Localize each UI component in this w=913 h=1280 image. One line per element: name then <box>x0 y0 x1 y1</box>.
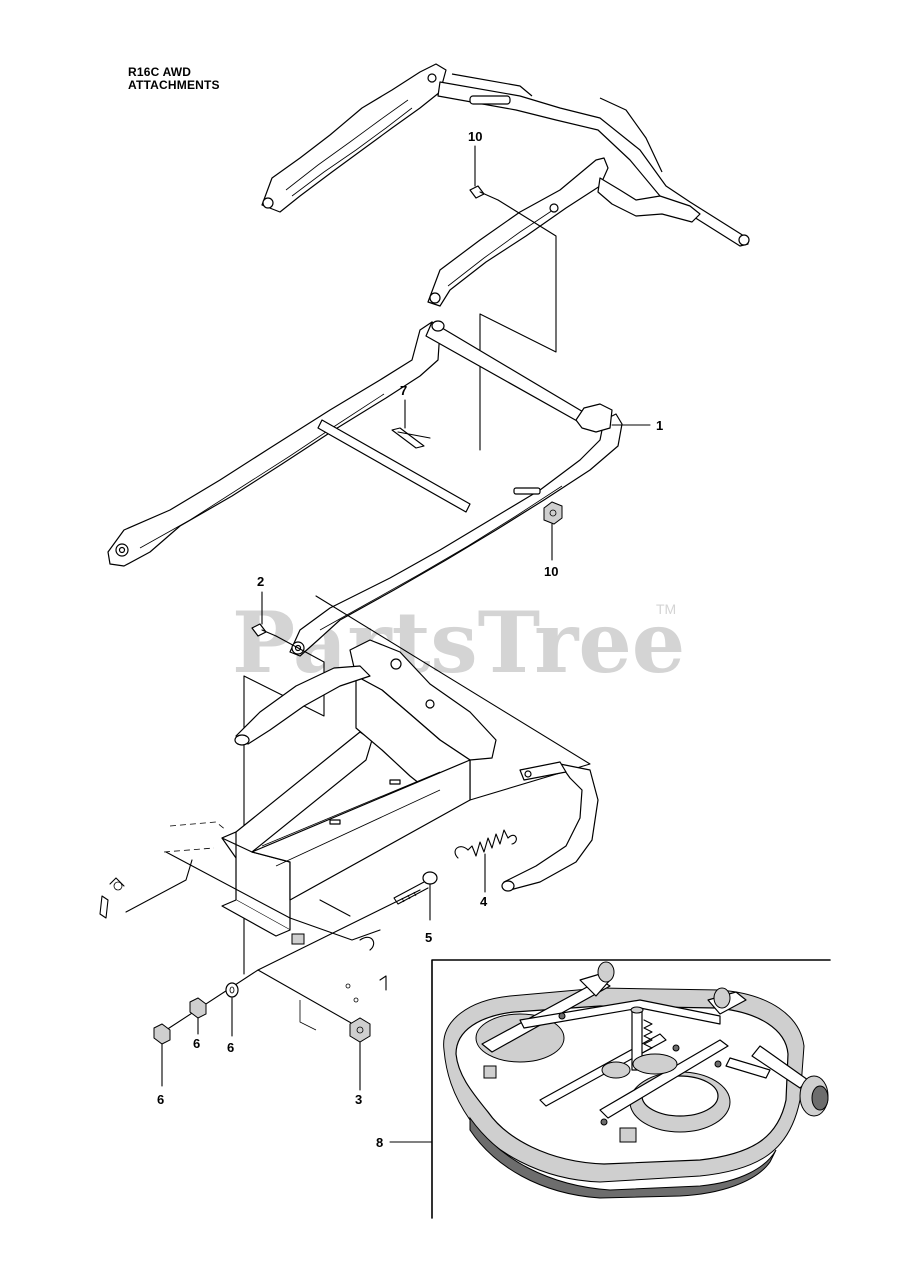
alignment-guide-mid <box>243 635 325 975</box>
callout-6-upper[interactable]: 6 <box>193 1036 200 1051</box>
section-name: ATTACHMENTS <box>128 78 220 92</box>
alignment-guide-right <box>315 595 591 801</box>
callout-10[interactable]: 10 <box>468 129 482 144</box>
callout-3[interactable]: 3 <box>355 1092 362 1107</box>
front-bracket-housing[interactable] <box>221 639 497 937</box>
callout-1[interactable]: 1 <box>656 418 663 433</box>
watermark-trademark: TM <box>656 601 676 617</box>
upper-lift-arm-assembly[interactable] <box>261 63 750 307</box>
nut-6-lower[interactable] <box>153 1023 171 1045</box>
callout-2[interactable]: 2 <box>257 574 264 589</box>
chassis-outline <box>99 821 387 1031</box>
nut-6-upper[interactable] <box>189 997 207 1019</box>
deck-inset-frame <box>431 959 831 1219</box>
nut-11[interactable] <box>543 501 563 525</box>
bolt-2[interactable] <box>251 623 277 637</box>
callout-7[interactable]: 6 <box>227 1040 234 1055</box>
hardware-axis-upper <box>257 889 421 971</box>
model-name: R16C AWD <box>128 65 192 79</box>
callout-9[interactable]: 8 <box>376 1135 383 1150</box>
lift-frame-assembly[interactable] <box>107 320 623 657</box>
callout-4[interactable]: 4 <box>480 894 488 909</box>
mower-deck-illustration[interactable] <box>443 961 829 1199</box>
callout-6-lower[interactable]: 6 <box>157 1092 164 1107</box>
hairpin-clip-8[interactable] <box>391 427 431 449</box>
front-hitch-rod[interactable] <box>234 665 599 892</box>
tension-spring-4[interactable] <box>454 829 517 859</box>
washer-7[interactable] <box>225 982 239 998</box>
diagram-title: R16C AWD ATTACHMENTS <box>128 66 220 92</box>
bolt-10[interactable] <box>469 185 499 201</box>
callout-8[interactable]: 7 <box>400 383 407 398</box>
callout-5[interactable]: 5 <box>425 930 432 945</box>
callout-11[interactable]: 10 <box>544 564 558 579</box>
nut-3[interactable] <box>349 1017 371 1043</box>
